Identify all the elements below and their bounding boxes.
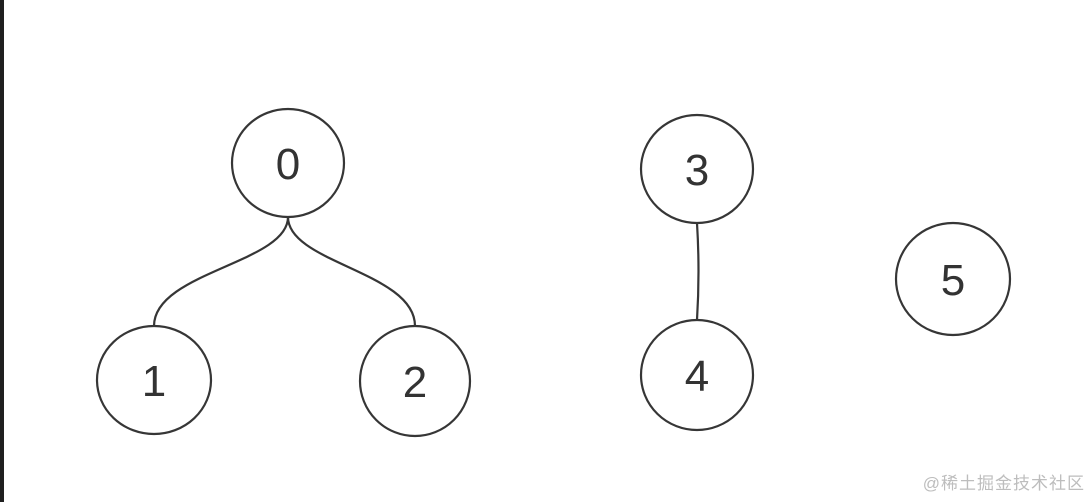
node-3-label: 3: [685, 146, 709, 195]
edge-0-1: [152, 215, 290, 328]
node-4: 4: [639, 318, 755, 432]
edge-0-2: [286, 215, 417, 328]
node-1: 1: [95, 324, 213, 436]
node-1-label: 1: [142, 357, 166, 406]
left-edge-bar: [0, 0, 4, 502]
edge-3-4: [695, 221, 700, 322]
node-2: 2: [358, 324, 472, 438]
node-4-circle: [639, 318, 755, 432]
node-0: 0: [230, 107, 346, 219]
watermark: @稀土掘金技术社区: [922, 474, 1085, 493]
node-3-circle: [639, 113, 755, 225]
node-5: 5: [894, 221, 1012, 337]
node-1-circle: [95, 324, 213, 436]
node-0-label: 0: [276, 140, 300, 189]
node-3: 3: [639, 113, 755, 225]
node-4-label: 4: [685, 352, 709, 401]
node-5-label: 5: [941, 256, 965, 305]
node-0-circle: [230, 107, 346, 219]
node-5-circle: [894, 221, 1012, 337]
node-2-circle: [358, 324, 472, 438]
node-2-label: 2: [403, 358, 427, 407]
